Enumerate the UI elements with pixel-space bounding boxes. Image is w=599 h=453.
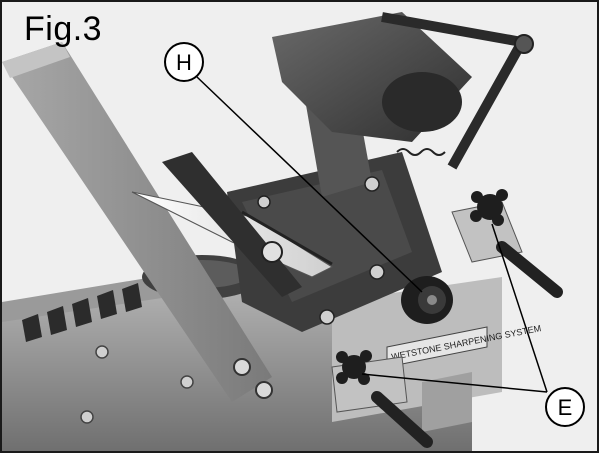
callout-h-label: H	[176, 50, 192, 75]
callout-e-leader-2	[361, 373, 548, 393]
plate-screw-2	[257, 195, 271, 209]
callout-h-leader	[196, 76, 423, 293]
blade-clamp-bar	[241, 210, 333, 266]
arm-bolt-1	[233, 358, 251, 376]
callout-e-leader-1	[491, 223, 548, 393]
plate-screw-1	[364, 176, 380, 192]
callout-e-label: E	[558, 395, 573, 420]
base-screw-3	[80, 410, 94, 424]
stop-rod-upper	[496, 241, 563, 298]
callout-h-circle	[164, 42, 204, 82]
star-knob-e-upper	[470, 189, 508, 226]
arm-bolt-2	[255, 381, 273, 399]
spring	[396, 148, 446, 156]
knob-h-cap	[427, 295, 437, 305]
base-screw-1	[95, 345, 109, 359]
stop-rod-lower	[371, 391, 433, 448]
figure-label: Fig.3	[24, 10, 103, 48]
star-knob-e-lower	[336, 350, 372, 385]
plate-screw-3	[319, 309, 335, 325]
callout-e-circle	[545, 387, 585, 427]
diagonal-arm-edge	[2, 42, 70, 78]
handle-grip-opening	[382, 72, 462, 132]
vent-slots	[22, 283, 142, 342]
guide-rail	[422, 372, 472, 432]
base-screw-2	[180, 375, 194, 389]
diagonal-arm	[2, 42, 272, 402]
blade-washer	[261, 241, 283, 263]
plate-screw-4	[369, 264, 385, 280]
lever-pivot	[514, 34, 534, 54]
